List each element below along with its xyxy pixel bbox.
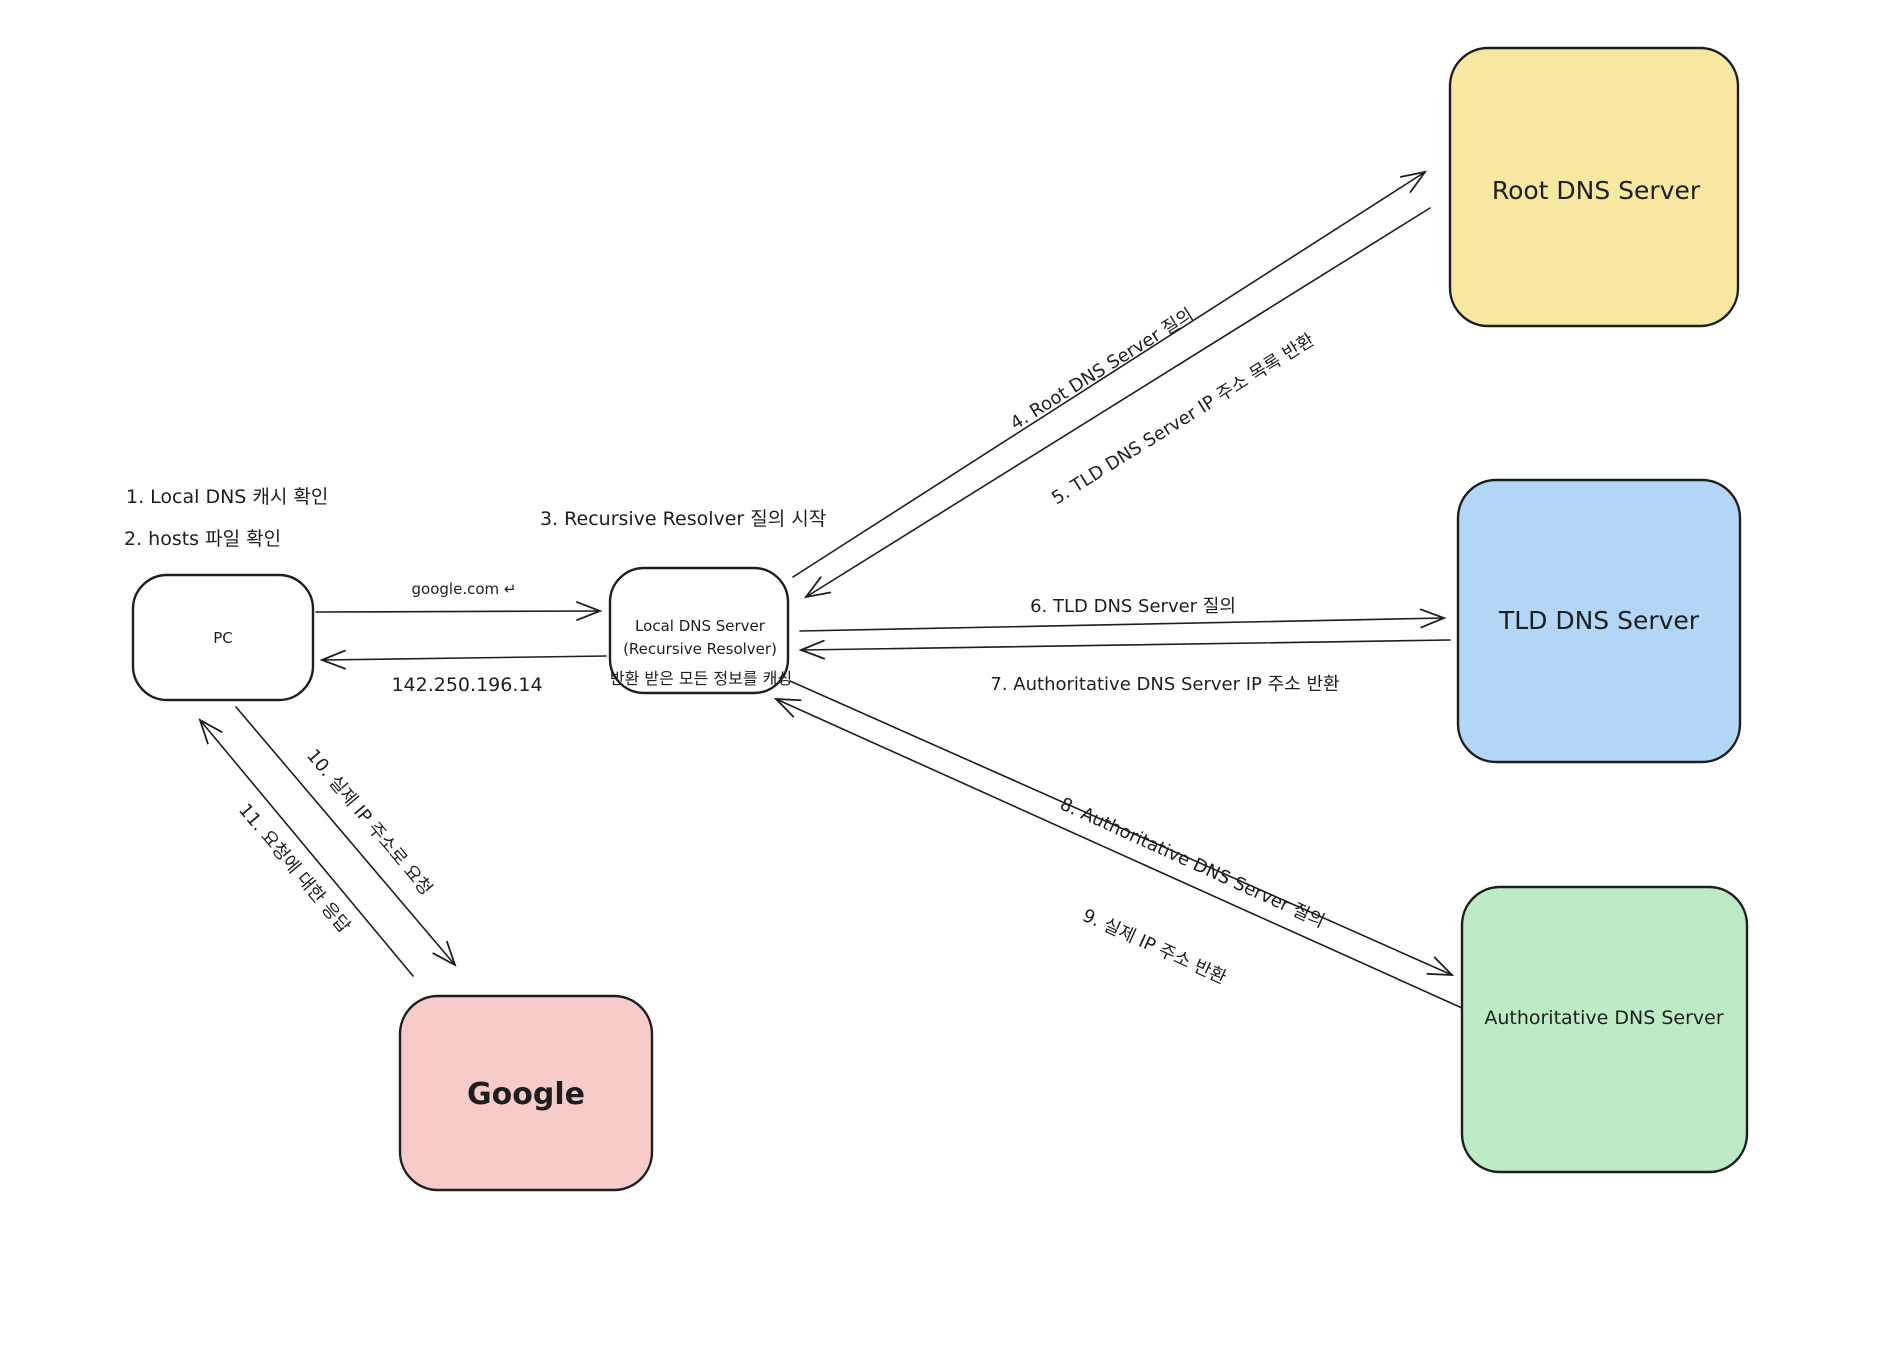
- label-step11-response: 11. 요청에 대한 응답: [234, 800, 354, 937]
- label-step10-request-real-ip: 10. 실제 IP 주소로 요청: [302, 745, 436, 899]
- arrow-step7-auth-ip-return: [798, 639, 1451, 660]
- root-dns-server-label: Root DNS Server: [1492, 176, 1701, 205]
- label-google-com-query: google.com ↵: [412, 580, 517, 598]
- local-dns-label-line2: (Recursive Resolver): [623, 640, 777, 658]
- authoritative-dns-server-box: [1460, 885, 1749, 1174]
- arrow-pc-to-local-dns: [315, 601, 603, 621]
- arrow-step5-tld-ip-list-return: [803, 207, 1431, 599]
- authoritative-dns-server-label: Authoritative DNS Server: [1484, 1007, 1723, 1029]
- label-resolved-ip: 142.250.196.14: [391, 674, 542, 696]
- note-step3-recursive-start: 3. Recursive Resolver 질의 시작: [540, 508, 826, 530]
- label-step5-tld-ip-list-return: 5. TLD DNS Server IP 주소 목록 반환: [1048, 330, 1318, 510]
- local-dns-server-box: [608, 566, 790, 695]
- note-step2-hosts-file: 2. hosts 파일 확인: [124, 528, 281, 550]
- tld-dns-server-box: [1456, 478, 1742, 764]
- google-label: Google: [467, 1077, 585, 1112]
- google-box: [398, 994, 654, 1192]
- tld-dns-server-label: TLD DNS Server: [1498, 606, 1700, 635]
- label-step9-real-ip-return: 9. 실제 IP 주소 반환: [1079, 905, 1229, 989]
- arrow-local-dns-to-pc: [319, 649, 607, 670]
- arrow-step9-real-ip-return: [773, 697, 1463, 1009]
- label-step6-tld-query: 6. TLD DNS Server 질의: [1030, 596, 1236, 617]
- note-step1-local-cache: 1. Local DNS 캐시 확인: [126, 486, 328, 508]
- root-dns-server-box: [1448, 46, 1740, 328]
- arrow-step10-request-real-ip: [235, 706, 457, 967]
- local-dns-label-line3-caching: 반환 받은 모든 정보를 캐싱: [610, 669, 792, 688]
- arrow-step8-auth-query: [789, 680, 1455, 977]
- local-dns-label-line1: Local DNS Server: [635, 617, 766, 635]
- arrow-step6-tld-query: [799, 608, 1447, 632]
- pc-label: PC: [213, 629, 233, 647]
- arrow-step4-root-query: [792, 170, 1428, 578]
- label-step7-auth-ip-return: 7. Authoritative DNS Server IP 주소 반환: [990, 674, 1339, 695]
- arrow-step11-response: [198, 718, 414, 977]
- pc-box: [131, 573, 315, 702]
